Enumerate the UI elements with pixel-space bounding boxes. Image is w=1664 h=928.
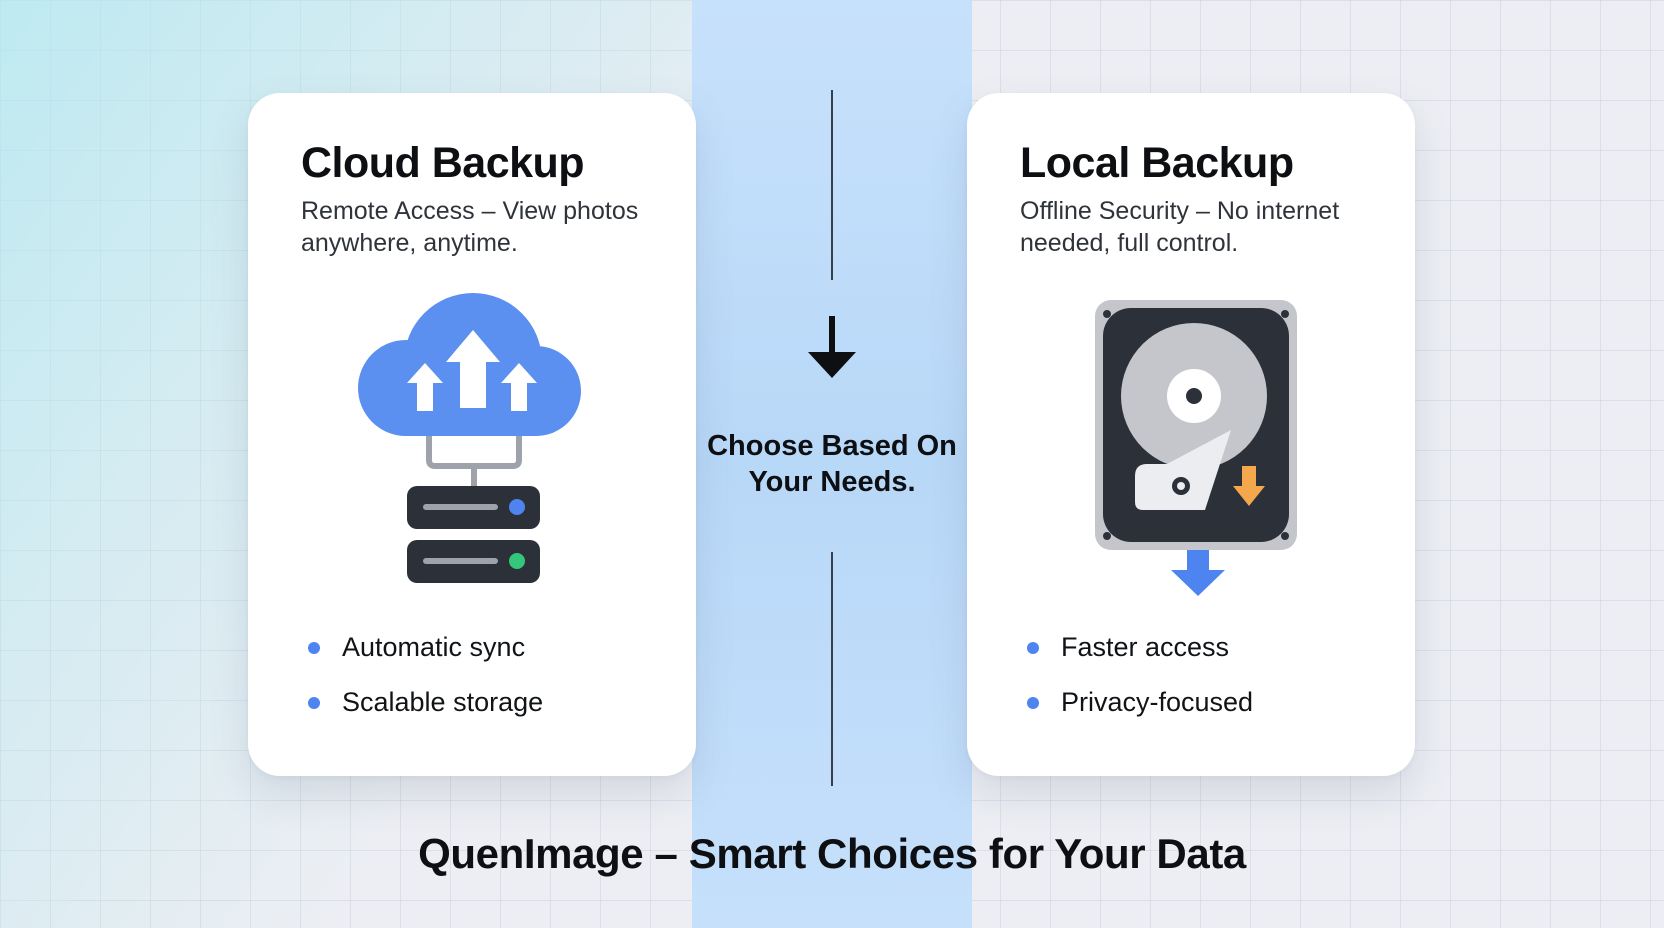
feature-text: Privacy-focused (1061, 687, 1254, 717)
feature-item: Faster access (1020, 620, 1253, 675)
center-label: Choose Based On Your Needs. (707, 430, 957, 498)
read-head-arm (1135, 430, 1231, 510)
local-backup-subtitle: Offline Security – No internet needed, f… (1020, 197, 1340, 257)
feature-item: Automatic sync (301, 620, 543, 675)
feature-item: Scalable storage (301, 675, 543, 730)
feature-text: Scalable storage (342, 687, 544, 717)
divider-bottom (831, 552, 833, 786)
feature-text: Automatic sync (342, 632, 526, 662)
cloud-backup-title: Cloud Backup (301, 139, 585, 187)
hard-drive-icon (1095, 300, 1297, 596)
download-arrow-icon (1233, 466, 1265, 506)
local-backup-features: Faster access Privacy-focused (1020, 620, 1253, 730)
local-backup-title: Local Backup (1020, 139, 1294, 187)
cloud-backup-card: Cloud Backup Remote Access – View photos… (248, 93, 696, 776)
upload-arrows-icon (407, 330, 537, 411)
cloud-server-icon (358, 293, 581, 583)
drive-screws (1103, 310, 1289, 540)
arrow-down-icon (1171, 550, 1225, 596)
arrow-down-icon (808, 316, 856, 378)
bullet-dot (308, 696, 320, 709)
bullet-dot (308, 641, 320, 654)
feature-text: Faster access (1061, 632, 1230, 662)
local-backup-card: Local Backup Offline Security – No inter… (967, 93, 1415, 776)
bullet-dot (1027, 696, 1039, 709)
divider-top (831, 90, 833, 280)
bullet-dot (1027, 641, 1039, 654)
server-icon (407, 486, 540, 583)
footer-title: QuenImage – Smart Choices for Your Data (418, 830, 1246, 877)
cloud-backup-subtitle: Remote Access – View photos anywhere, an… (301, 197, 639, 257)
cloud-backup-features: Automatic sync Scalable storage (301, 620, 543, 730)
feature-item: Privacy-focused (1020, 675, 1253, 730)
